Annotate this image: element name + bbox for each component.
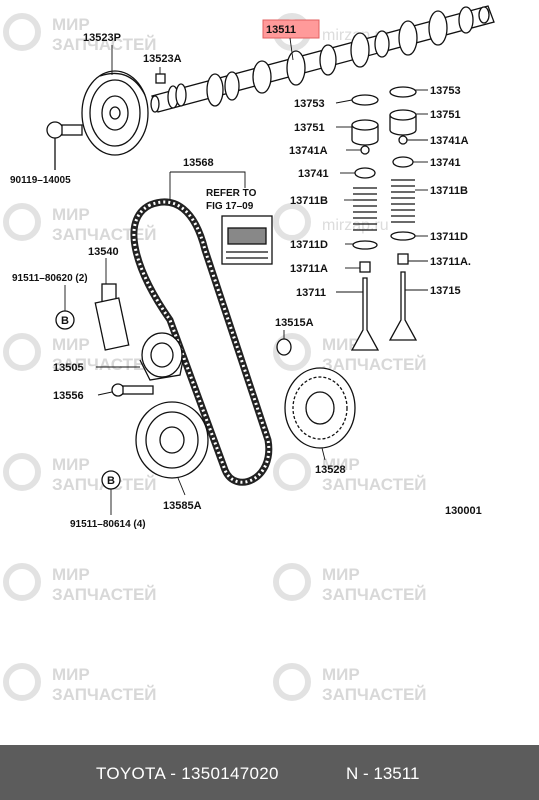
footer-bar: TOYOTA - 1350147020 N - 13511: [0, 745, 539, 800]
watermark-line1: МИР: [52, 665, 90, 684]
line-art: [46, 5, 495, 490]
label-91511-80614: 91511–80614 (4): [70, 519, 146, 530]
label-130001: 130001: [445, 505, 482, 517]
label-13515A: 13515A: [275, 317, 314, 329]
label-13711A-right: 13711A.: [430, 256, 471, 268]
label-91511-80620: 91511–80620 (2): [12, 273, 88, 284]
watermark-layer: МИРЗАПЧАСТЕЙmirzap.ruМИРЗАПЧАСТЕЙmirzap.…: [3, 13, 427, 704]
idler-pulley: [139, 332, 184, 381]
valve-train-right: [388, 86, 418, 341]
footer-reference: N - 13511: [346, 764, 420, 783]
label-13523P: 13523P: [83, 32, 121, 44]
watermark-pin-icon: [3, 453, 41, 491]
label-13711B-left: 13711B: [290, 195, 328, 207]
watermark-line2: ЗАПЧАСТЕЙ: [322, 585, 427, 604]
parts-diagram: МИРЗАПЧАСТЕЙmirzap.ruМИРЗАПЧАСТЕЙmirzap.…: [3, 5, 495, 704]
watermark-tile: mirzap.ru: [273, 203, 389, 241]
refer-icon: [221, 215, 273, 265]
watermark-line2: ЗАПЧАСТЕЙ: [322, 685, 427, 704]
part-labels: 13511 13523P 13523A 90119–14005 13568 RE…: [10, 24, 482, 530]
watermark-pin-icon: [273, 453, 311, 491]
watermark-pin-icon: [3, 203, 41, 241]
label-13505: 13505: [53, 362, 84, 374]
label-13741-left: 13741: [298, 168, 329, 180]
label-13741A-left: 13741A: [289, 145, 328, 157]
watermark-pin-icon: [3, 663, 41, 701]
timing-belt: [130, 198, 273, 486]
highlight-box: [262, 19, 320, 39]
watermark-pin-icon: [3, 563, 41, 601]
watermark-line2: ЗАПЧАСТЕЙ: [322, 475, 427, 494]
watermark-line2: ЗАПЧАСТЕЙ: [52, 355, 157, 374]
label-13711: 13711: [296, 287, 326, 299]
label-90119-14005: 90119–14005: [10, 175, 71, 186]
footer-part-number: TOYOTA - 1350147020: [96, 764, 279, 783]
watermark-line1: МИР: [52, 335, 90, 354]
watermark-line1: МИР: [52, 15, 90, 34]
watermark-pin-icon: [273, 203, 311, 241]
cam-pulley: [81, 70, 149, 156]
watermark-line2: ЗАПЧАСТЕЙ: [52, 685, 157, 704]
label-fig: FIG 17–09: [206, 201, 254, 212]
label-b-1: B: [61, 315, 69, 327]
watermark-line2: ЗАПЧАСТЕЙ: [52, 35, 157, 54]
watermark-line1: МИР: [322, 455, 360, 474]
label-13715: 13715: [430, 285, 461, 297]
bolt-13556: [111, 383, 154, 397]
label-b-2: B: [107, 475, 115, 487]
label-13511: 13511: [266, 24, 296, 36]
label-13711D-left: 13711D: [290, 239, 328, 251]
label-13753-right: 13753: [430, 85, 461, 97]
bolt-90119: [46, 121, 83, 170]
label-13711D-right: 13711D: [430, 231, 468, 243]
label-refer-to: REFER TO: [206, 188, 257, 199]
label-13753-left: 13753: [294, 98, 325, 110]
watermark-line1: МИР: [322, 665, 360, 684]
crank-pulley: [135, 401, 209, 479]
watermark-pin-icon: [273, 663, 311, 701]
valve-train-left: [350, 94, 380, 351]
tensioner: [94, 283, 130, 351]
label-13751-right: 13751: [430, 109, 461, 121]
label-13751-left: 13751: [294, 122, 325, 134]
label-13556: 13556: [53, 390, 84, 402]
watermark-pin-icon: [3, 333, 41, 371]
watermark-line2: ЗАПЧАСТЕЙ: [322, 355, 427, 374]
watermark-url: mirzap.ru: [322, 217, 389, 234]
label-13568: 13568: [183, 157, 214, 169]
label-13741A-right: 13741A: [430, 135, 469, 147]
leader-lines: [64, 37, 428, 515]
watermark-line1: МИР: [322, 335, 360, 354]
label-13741-right: 13741: [430, 157, 461, 169]
label-13585A: 13585A: [163, 500, 202, 512]
pin-13523A: [155, 73, 166, 84]
label-13711B-right: 13711B: [430, 185, 468, 197]
camshaft: [150, 5, 495, 113]
label-13711A-left: 13711A: [290, 263, 328, 275]
plug-13515A: [276, 338, 292, 356]
watermark-line1: МИР: [52, 205, 90, 224]
label-13523A: 13523A: [143, 53, 182, 65]
watermark-line1: МИР: [52, 455, 90, 474]
watermark-line2: ЗАПЧАСТЕЙ: [52, 585, 157, 604]
sprocket-13528: [284, 367, 356, 449]
watermark-pin-icon: [3, 13, 41, 51]
watermark-pin-icon: [273, 333, 311, 371]
label-13540: 13540: [88, 246, 119, 258]
watermark-line1: МИР: [52, 565, 90, 584]
label-13528: 13528: [315, 464, 346, 476]
watermark-line2: ЗАПЧАСТЕЙ: [52, 225, 157, 244]
watermark-line1: МИР: [322, 565, 360, 584]
watermark-pin-icon: [273, 563, 311, 601]
